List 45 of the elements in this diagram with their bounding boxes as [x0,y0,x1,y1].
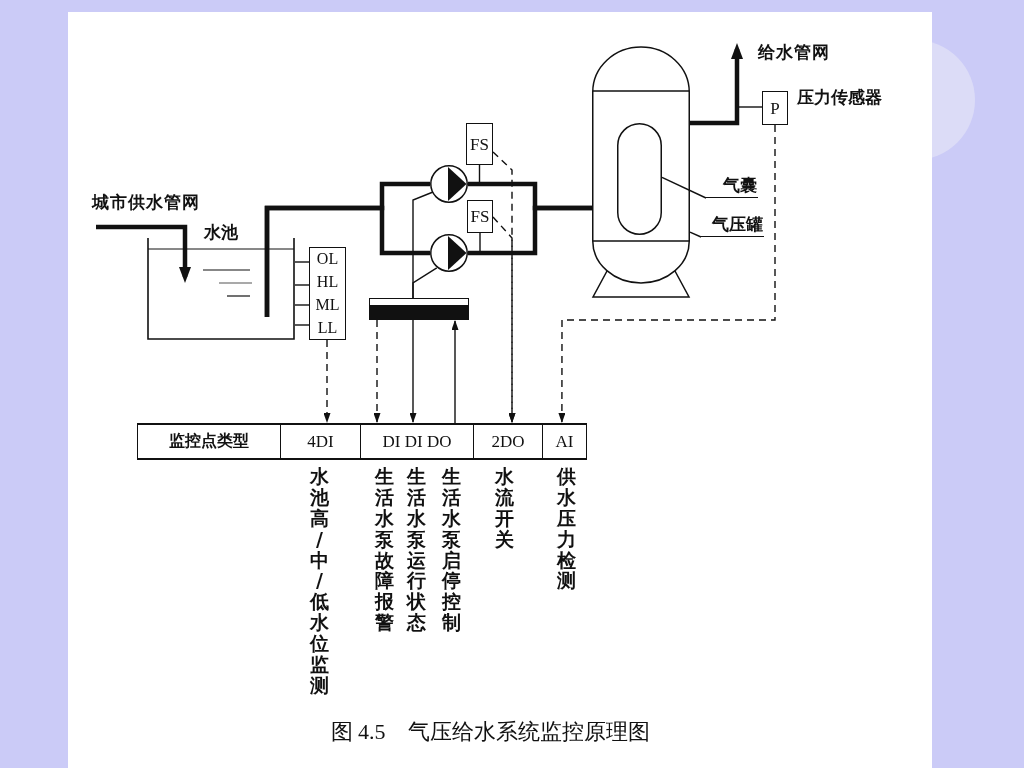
probe-line [294,261,310,263]
level-label: OL [316,250,339,269]
signal-arrow [409,319,417,423]
signal-arrow [451,320,459,424]
table-cell: DI DI DO [361,423,474,460]
level-label: ML [315,295,340,314]
pipe-label: 城市供水管网 [92,191,200,213]
table-header-cell: 监控点类型 [137,423,281,460]
inlet-pipe [96,224,191,283]
sensor-label: 压力传感器 [797,86,882,108]
signal-arrow [492,216,516,423]
level-label: LL [317,318,338,337]
vertical-label: 生活水泵启停控制 [442,466,461,634]
vertical-label: 水流开关 [495,466,514,550]
flow-switch: FS [466,123,493,165]
level-label: HL [316,273,339,292]
signal-arrow [323,339,331,423]
leader-line [661,176,707,199]
water-pipe [468,205,592,256]
wire [412,267,438,299]
leader-line [689,231,702,238]
table-cell: AI [543,423,587,460]
callout-label: 气囊 [706,174,758,198]
vertical-label: 生活水泵故障报警 [375,466,394,634]
sensor-tap-line [479,232,481,252]
probe-line [294,284,310,286]
signal-arrow [373,319,381,423]
outlet-pipe [690,43,743,126]
probe-line [294,324,310,326]
signal-arrow [558,124,776,423]
level-sensor-box [309,247,346,340]
probe-line [294,304,310,306]
callout-label: 气压罐 [701,213,764,237]
vertical-label: 供水压力检测 [557,466,576,592]
table-cell: 4DI [281,423,361,460]
pool-label: 水池 [204,222,238,242]
vertical-label: 水池高/中/低水位监测 [310,466,329,696]
vertical-label: 生活水泵运行状态 [407,466,426,634]
flow-switch: FS [467,200,493,233]
sensor-tap-line [736,106,763,108]
pressure-sensor: P [762,91,788,125]
pipe-label: 给水管网 [758,41,830,63]
figure-caption: 图 4.5 气压给水系统监控原理图 [330,718,650,746]
water-pipe [264,205,430,317]
table-cell: 2DO [474,423,543,460]
